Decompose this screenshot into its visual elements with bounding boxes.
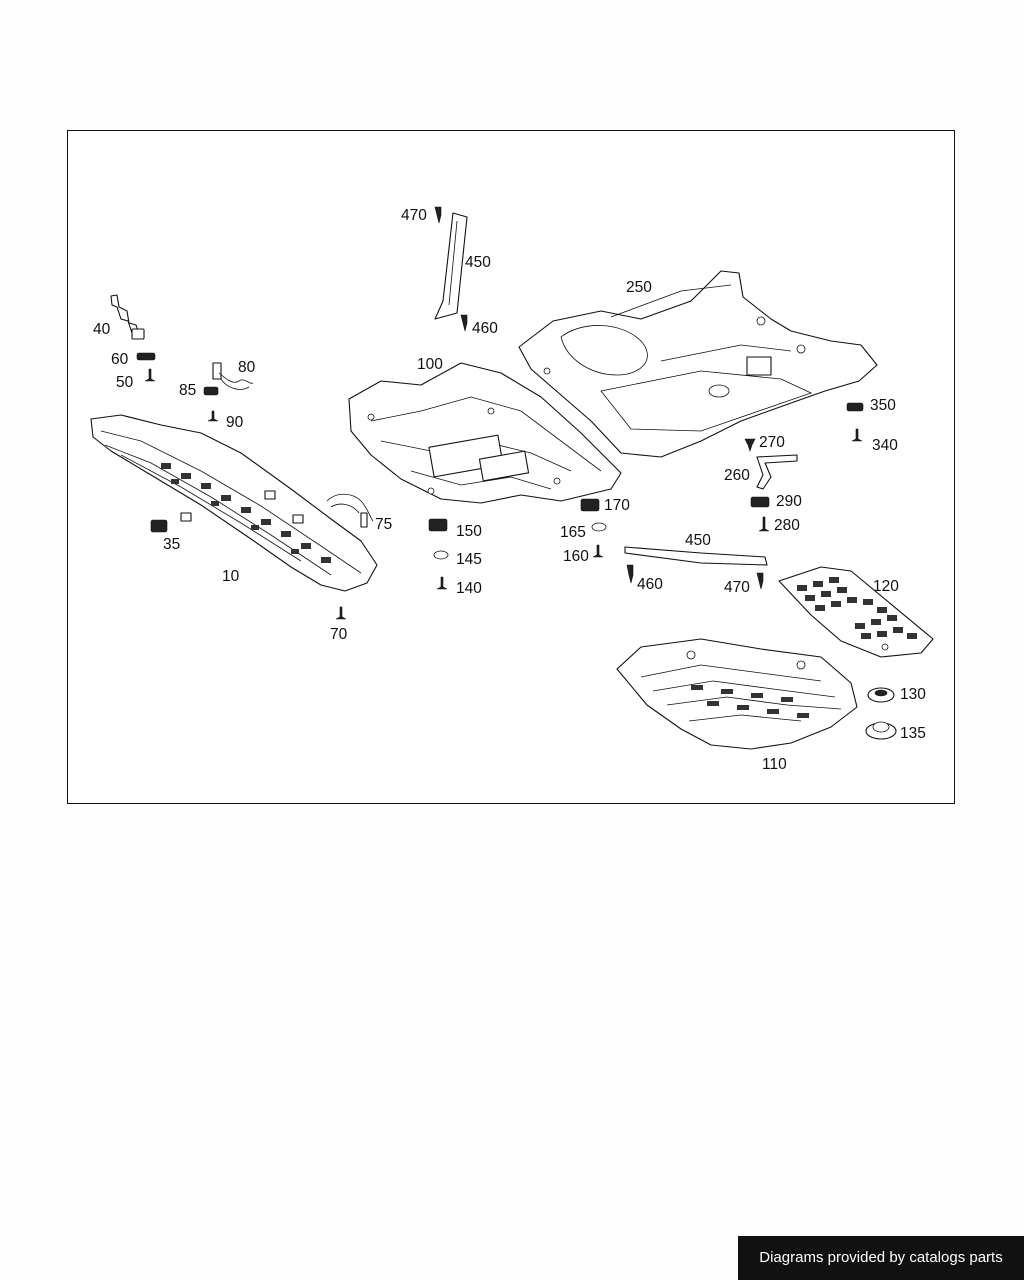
callout-270: 270 [759, 434, 785, 451]
callout-130: 130 [900, 686, 926, 703]
callout-140: 140 [456, 580, 482, 597]
part-470-bottom-bolt[interactable] [756, 572, 764, 590]
callout-75: 75 [375, 516, 392, 533]
part-50-screw[interactable] [144, 368, 156, 382]
part-250-rear-panel[interactable] [518, 270, 878, 458]
callout-85: 85 [179, 382, 196, 399]
part-35-clip[interactable] [150, 519, 168, 533]
exploded-parts-diagram: 40 60 50 80 85 90 35 10 70 75 470 450 46… [90, 206, 934, 773]
callout-250: 250 [626, 279, 652, 296]
part-170-nut[interactable] [580, 498, 600, 512]
part-145-washer[interactable] [433, 550, 449, 560]
part-270-screw[interactable] [744, 438, 756, 452]
callout-260: 260 [724, 467, 750, 484]
part-135-grommet[interactable] [865, 721, 897, 740]
callout-290: 290 [776, 493, 802, 510]
callout-90: 90 [226, 414, 244, 431]
part-120-grated-panel[interactable] [778, 566, 934, 658]
part-10-front-panel[interactable] [90, 414, 378, 592]
part-40-bracket[interactable] [110, 294, 145, 340]
callout-150: 150 [456, 523, 482, 540]
callout-165: 165 [560, 524, 586, 541]
part-470-top-bolt[interactable] [434, 206, 442, 224]
callout-135: 135 [900, 725, 926, 742]
part-165-washer[interactable] [591, 522, 607, 532]
part-100-middle-panel[interactable] [348, 362, 622, 504]
part-60-clip[interactable] [136, 352, 156, 361]
callout-160: 160 [563, 548, 589, 565]
part-340-screw[interactable] [851, 428, 863, 442]
callout-120: 120 [873, 578, 899, 595]
part-290-clip[interactable] [750, 496, 770, 508]
callout-350: 350 [870, 397, 896, 414]
part-110-rear-shield[interactable] [616, 638, 858, 750]
callout-280: 280 [774, 517, 800, 534]
part-450-bottom-strut[interactable] [624, 546, 768, 566]
part-75-bracket[interactable] [326, 493, 374, 528]
callout-80: 80 [238, 359, 256, 376]
callout-60: 60 [111, 351, 129, 368]
parts-diagram-frame: 40 60 50 80 85 90 35 10 70 75 470 450 46… [67, 130, 955, 804]
footer-credit: Diagrams provided by catalogs parts [738, 1236, 1024, 1280]
part-260-bracket[interactable] [756, 454, 798, 490]
callout-340: 340 [872, 437, 898, 454]
callout-450-top: 450 [465, 254, 491, 271]
part-460-top-bolt[interactable] [460, 314, 468, 332]
part-350-clip[interactable] [846, 402, 864, 412]
part-280-screw[interactable] [758, 516, 770, 532]
part-460-bottom-bolt[interactable] [626, 564, 634, 584]
part-90-screw[interactable] [207, 410, 219, 422]
part-150-nut[interactable] [428, 518, 448, 532]
callout-100: 100 [417, 356, 443, 373]
callout-470-top: 470 [401, 207, 427, 224]
callout-170: 170 [604, 497, 630, 514]
callout-145: 145 [456, 551, 482, 568]
part-160-screw[interactable] [592, 544, 604, 558]
callout-460-top: 460 [472, 320, 498, 337]
callout-70: 70 [330, 626, 348, 643]
part-130-cap[interactable] [867, 687, 895, 703]
callout-35: 35 [163, 536, 180, 553]
callout-110: 110 [762, 756, 787, 773]
part-70-screw[interactable] [335, 606, 347, 620]
part-140-screw[interactable] [436, 576, 448, 590]
callout-50: 50 [116, 374, 134, 391]
callout-470-bottom: 470 [724, 579, 750, 596]
callout-10: 10 [222, 568, 240, 585]
part-80-bracket[interactable] [212, 362, 254, 390]
callout-460-bottom: 460 [637, 576, 663, 593]
callout-40: 40 [93, 321, 111, 338]
part-85-clip[interactable] [203, 386, 219, 396]
callout-labels: 40 60 50 80 85 90 35 10 70 75 470 450 46… [93, 207, 926, 773]
callout-450-bottom: 450 [685, 532, 711, 549]
part-450-top-strut[interactable] [434, 212, 468, 320]
